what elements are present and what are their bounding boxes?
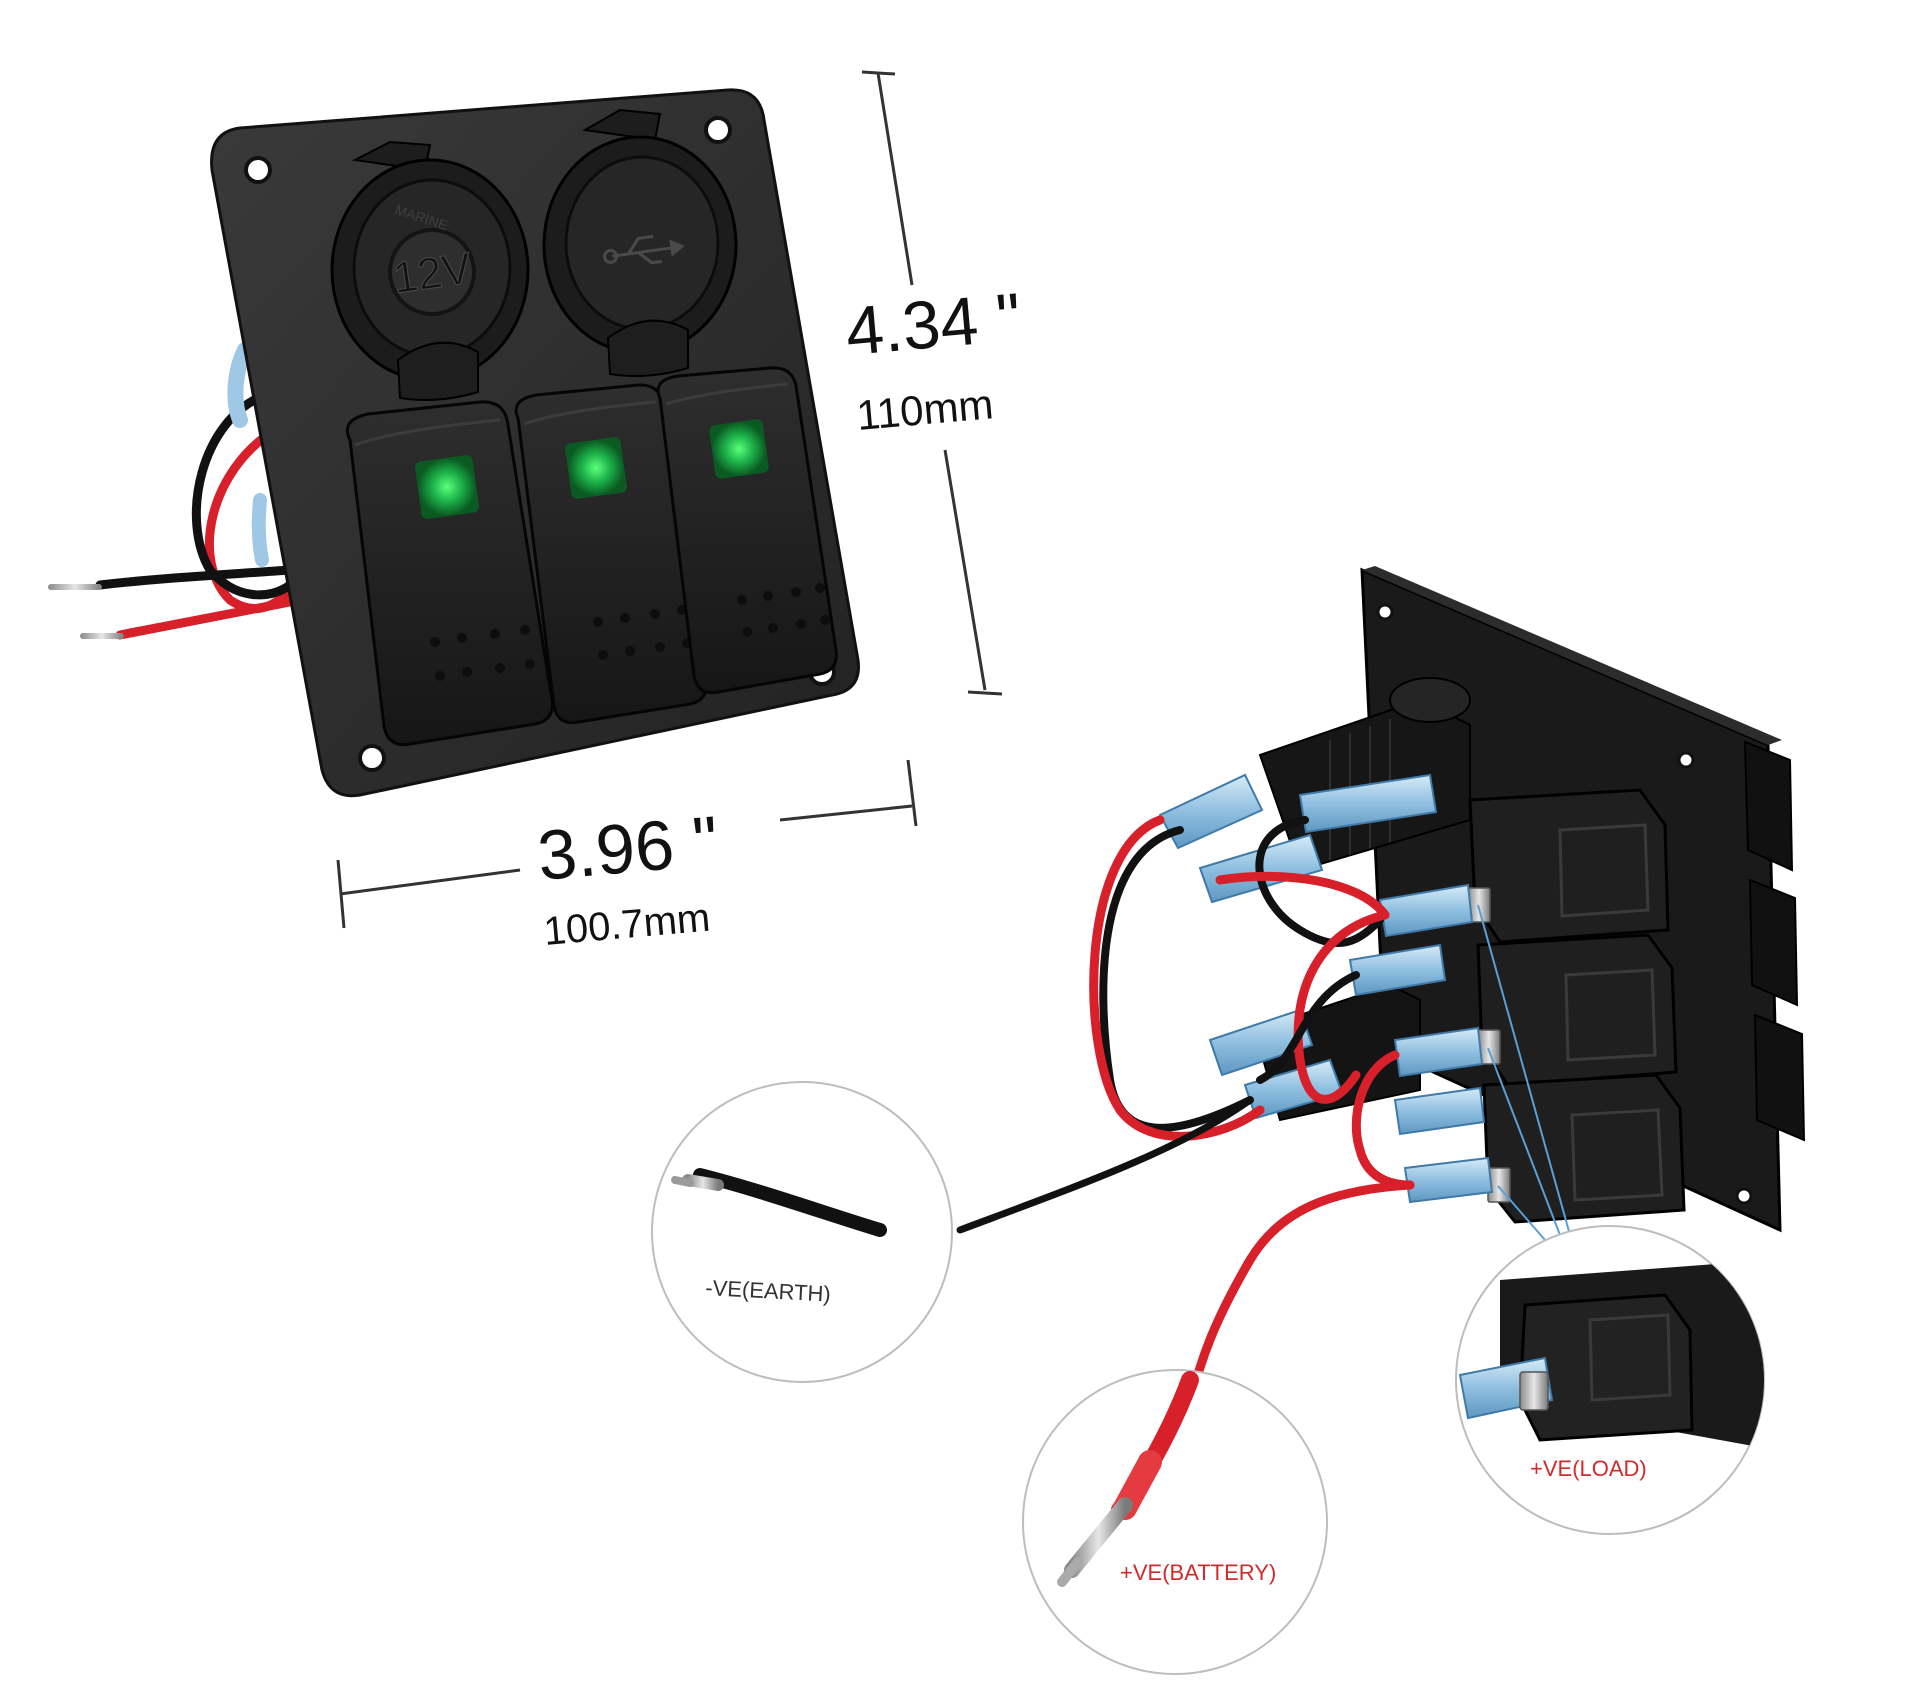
insulated-terminals [1158, 773, 1494, 1204]
socket-12v-label: 12V [390, 244, 475, 304]
mounting-hole [1376, 603, 1394, 621]
height-mm-label: 110mm [855, 380, 996, 439]
back-panel-view [956, 566, 1806, 1410]
load-spade-terminal [1519, 1371, 1549, 1411]
back-rocker-tabs [1743, 740, 1806, 1142]
callout-earth: -VE(EARTH) [651, 1081, 953, 1383]
mounting-hole [704, 116, 732, 144]
width-dimension [336, 759, 918, 929]
front-wire-tip-black [48, 584, 102, 590]
height-inches-label: 4.34 " [843, 279, 1024, 370]
mounting-hole [1735, 1187, 1753, 1205]
usb-icon [603, 234, 685, 265]
load-guide-lines [1477, 904, 1571, 1241]
back-switch-details [1558, 823, 1664, 1202]
back-wiring [956, 815, 1415, 1410]
callout-load: +VE(LOAD) [1455, 1225, 1765, 1535]
load-label: +VE(LOAD) [1530, 1456, 1647, 1481]
mounting-hole [244, 156, 272, 184]
battery-label: +VE(BATTERY) [1120, 1560, 1276, 1585]
rocker-switch-1 [345, 400, 554, 747]
rocker-switch-3 [656, 366, 838, 695]
rocker-led-icon [415, 455, 479, 519]
rocker-led-icon [709, 419, 769, 479]
width-mm-label: 100.7mm [542, 896, 712, 954]
callout-battery: +VE(BATTERY) [1022, 1369, 1328, 1675]
rocker-led-icon [565, 437, 627, 499]
mounting-hole [358, 744, 386, 772]
front-wire-bundle [95, 342, 305, 640]
front-panel-view: 12V MARINE [48, 88, 860, 798]
height-dimension [861, 70, 1003, 696]
socket-12v: 12V MARINE [330, 140, 530, 401]
mounting-hole [1677, 751, 1695, 769]
rocker-switch-2 [514, 383, 708, 725]
front-wire-tip-red [80, 633, 124, 639]
socket-usb [542, 108, 738, 377]
width-inches-label: 3.96 " [535, 802, 722, 895]
